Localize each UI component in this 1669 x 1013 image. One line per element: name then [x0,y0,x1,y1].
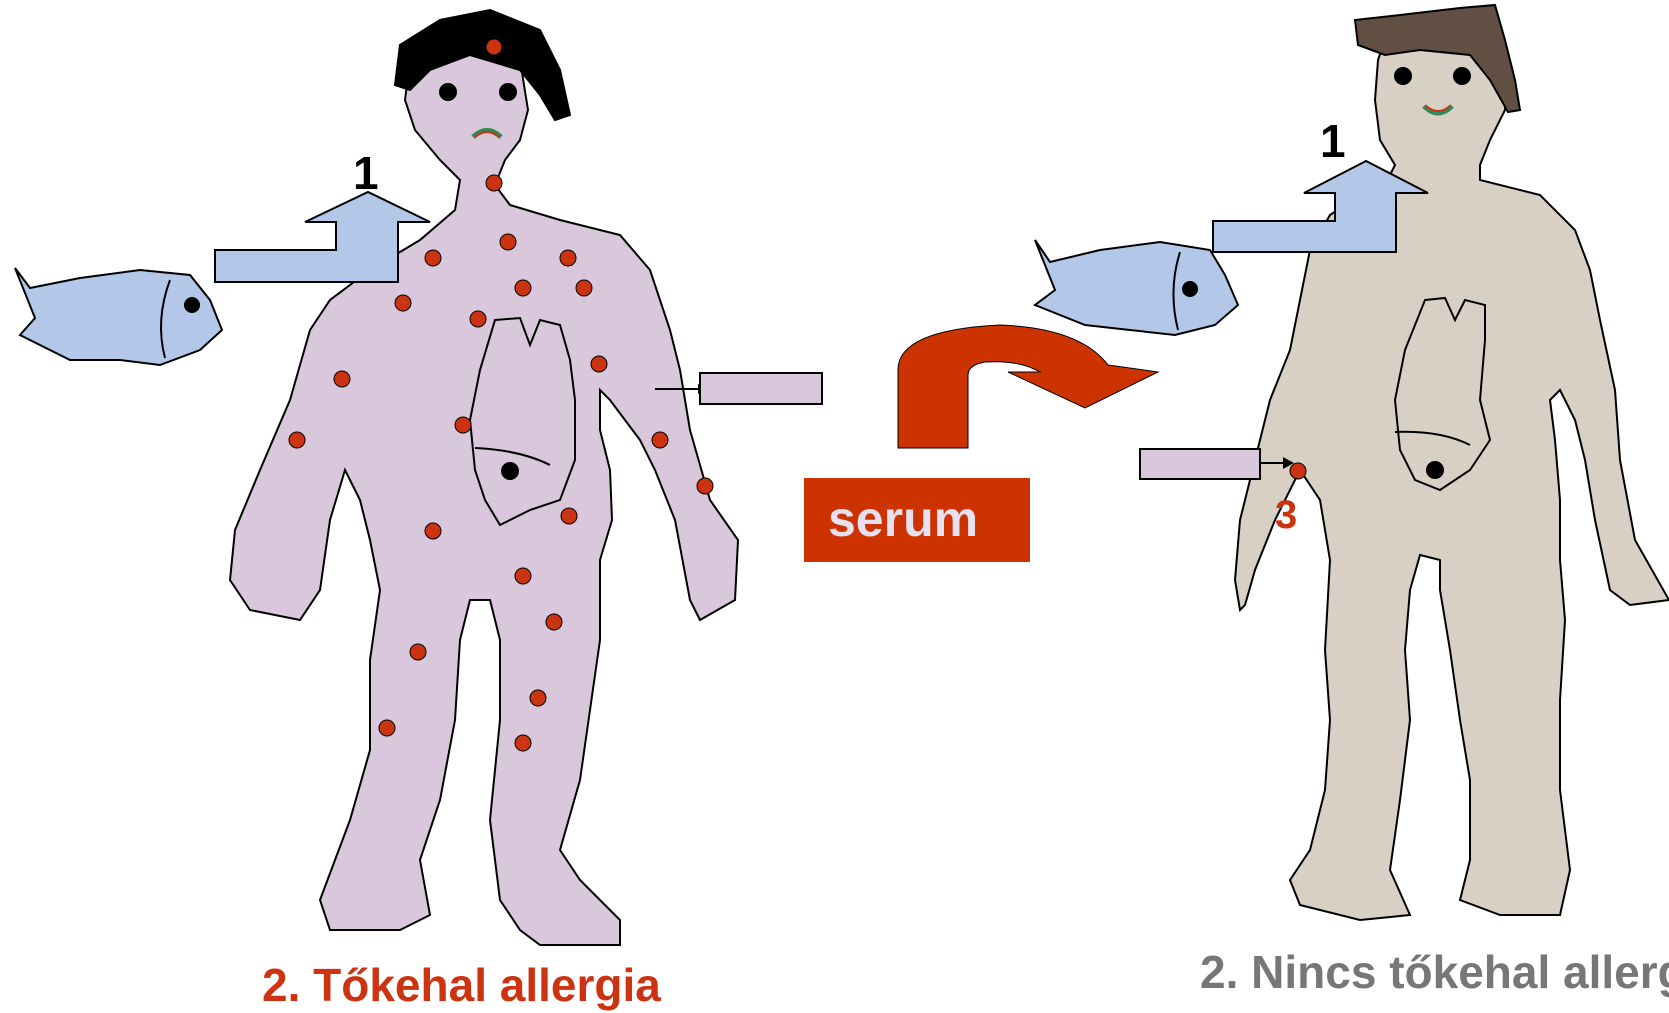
fish-icon [15,268,222,365]
left-stomach-dot [501,462,519,480]
transfer-arrow-icon [898,325,1158,448]
allergen-dot [515,280,531,296]
right-eye [1394,67,1412,85]
right-eye [1453,67,1471,85]
left-caption: 2. Tőkehal allergia [262,958,661,1012]
fish-icon [1035,240,1238,335]
allergen-dot [652,432,668,448]
allergen-dot [500,234,516,250]
allergen-dot [576,280,592,296]
left-eye [439,83,457,101]
serum-box: serum [804,478,1030,562]
allergen-dot [486,39,502,55]
left-person [230,10,738,945]
right-step-label: 1 [1320,114,1346,168]
allergen-dot [486,175,502,191]
left-exposure-arrow [215,192,430,282]
allergen-dot [697,478,713,494]
allergen-dot [515,735,531,751]
allergen-dot [591,356,607,372]
allergen-dot [334,371,350,387]
allergen-dot [560,250,576,266]
left-fish [15,268,222,365]
serum-label: serum [828,490,978,548]
allergen-dot [561,508,577,524]
allergen-dot [515,568,531,584]
allergen-dot [470,311,486,327]
right-person [1235,5,1669,920]
allergen-dot [455,417,471,433]
left-person-body [230,42,738,945]
fish-eye-icon [1182,281,1198,297]
right-serum-sample-box [1140,449,1260,479]
left-eye [499,83,517,101]
allergen-dot [530,690,546,706]
right-fish [1035,240,1238,335]
allergen-dot [425,250,441,266]
allergen-dot [546,614,562,630]
allergen-dot [395,295,411,311]
right-caption: 2. Nincs tőkehal allergia [1200,945,1669,999]
allergen-dot [289,432,305,448]
allergen-dot [425,523,441,539]
left-serum-sample-box [700,373,822,404]
allergen-dot [379,720,395,736]
test-site-dot [1290,463,1306,479]
left-step-label: 1 [353,146,379,200]
test-step-label: 3 [1275,493,1297,538]
allergen-dot [410,644,426,660]
right-stomach-dot [1426,461,1444,479]
fish-eye-icon [184,297,200,313]
